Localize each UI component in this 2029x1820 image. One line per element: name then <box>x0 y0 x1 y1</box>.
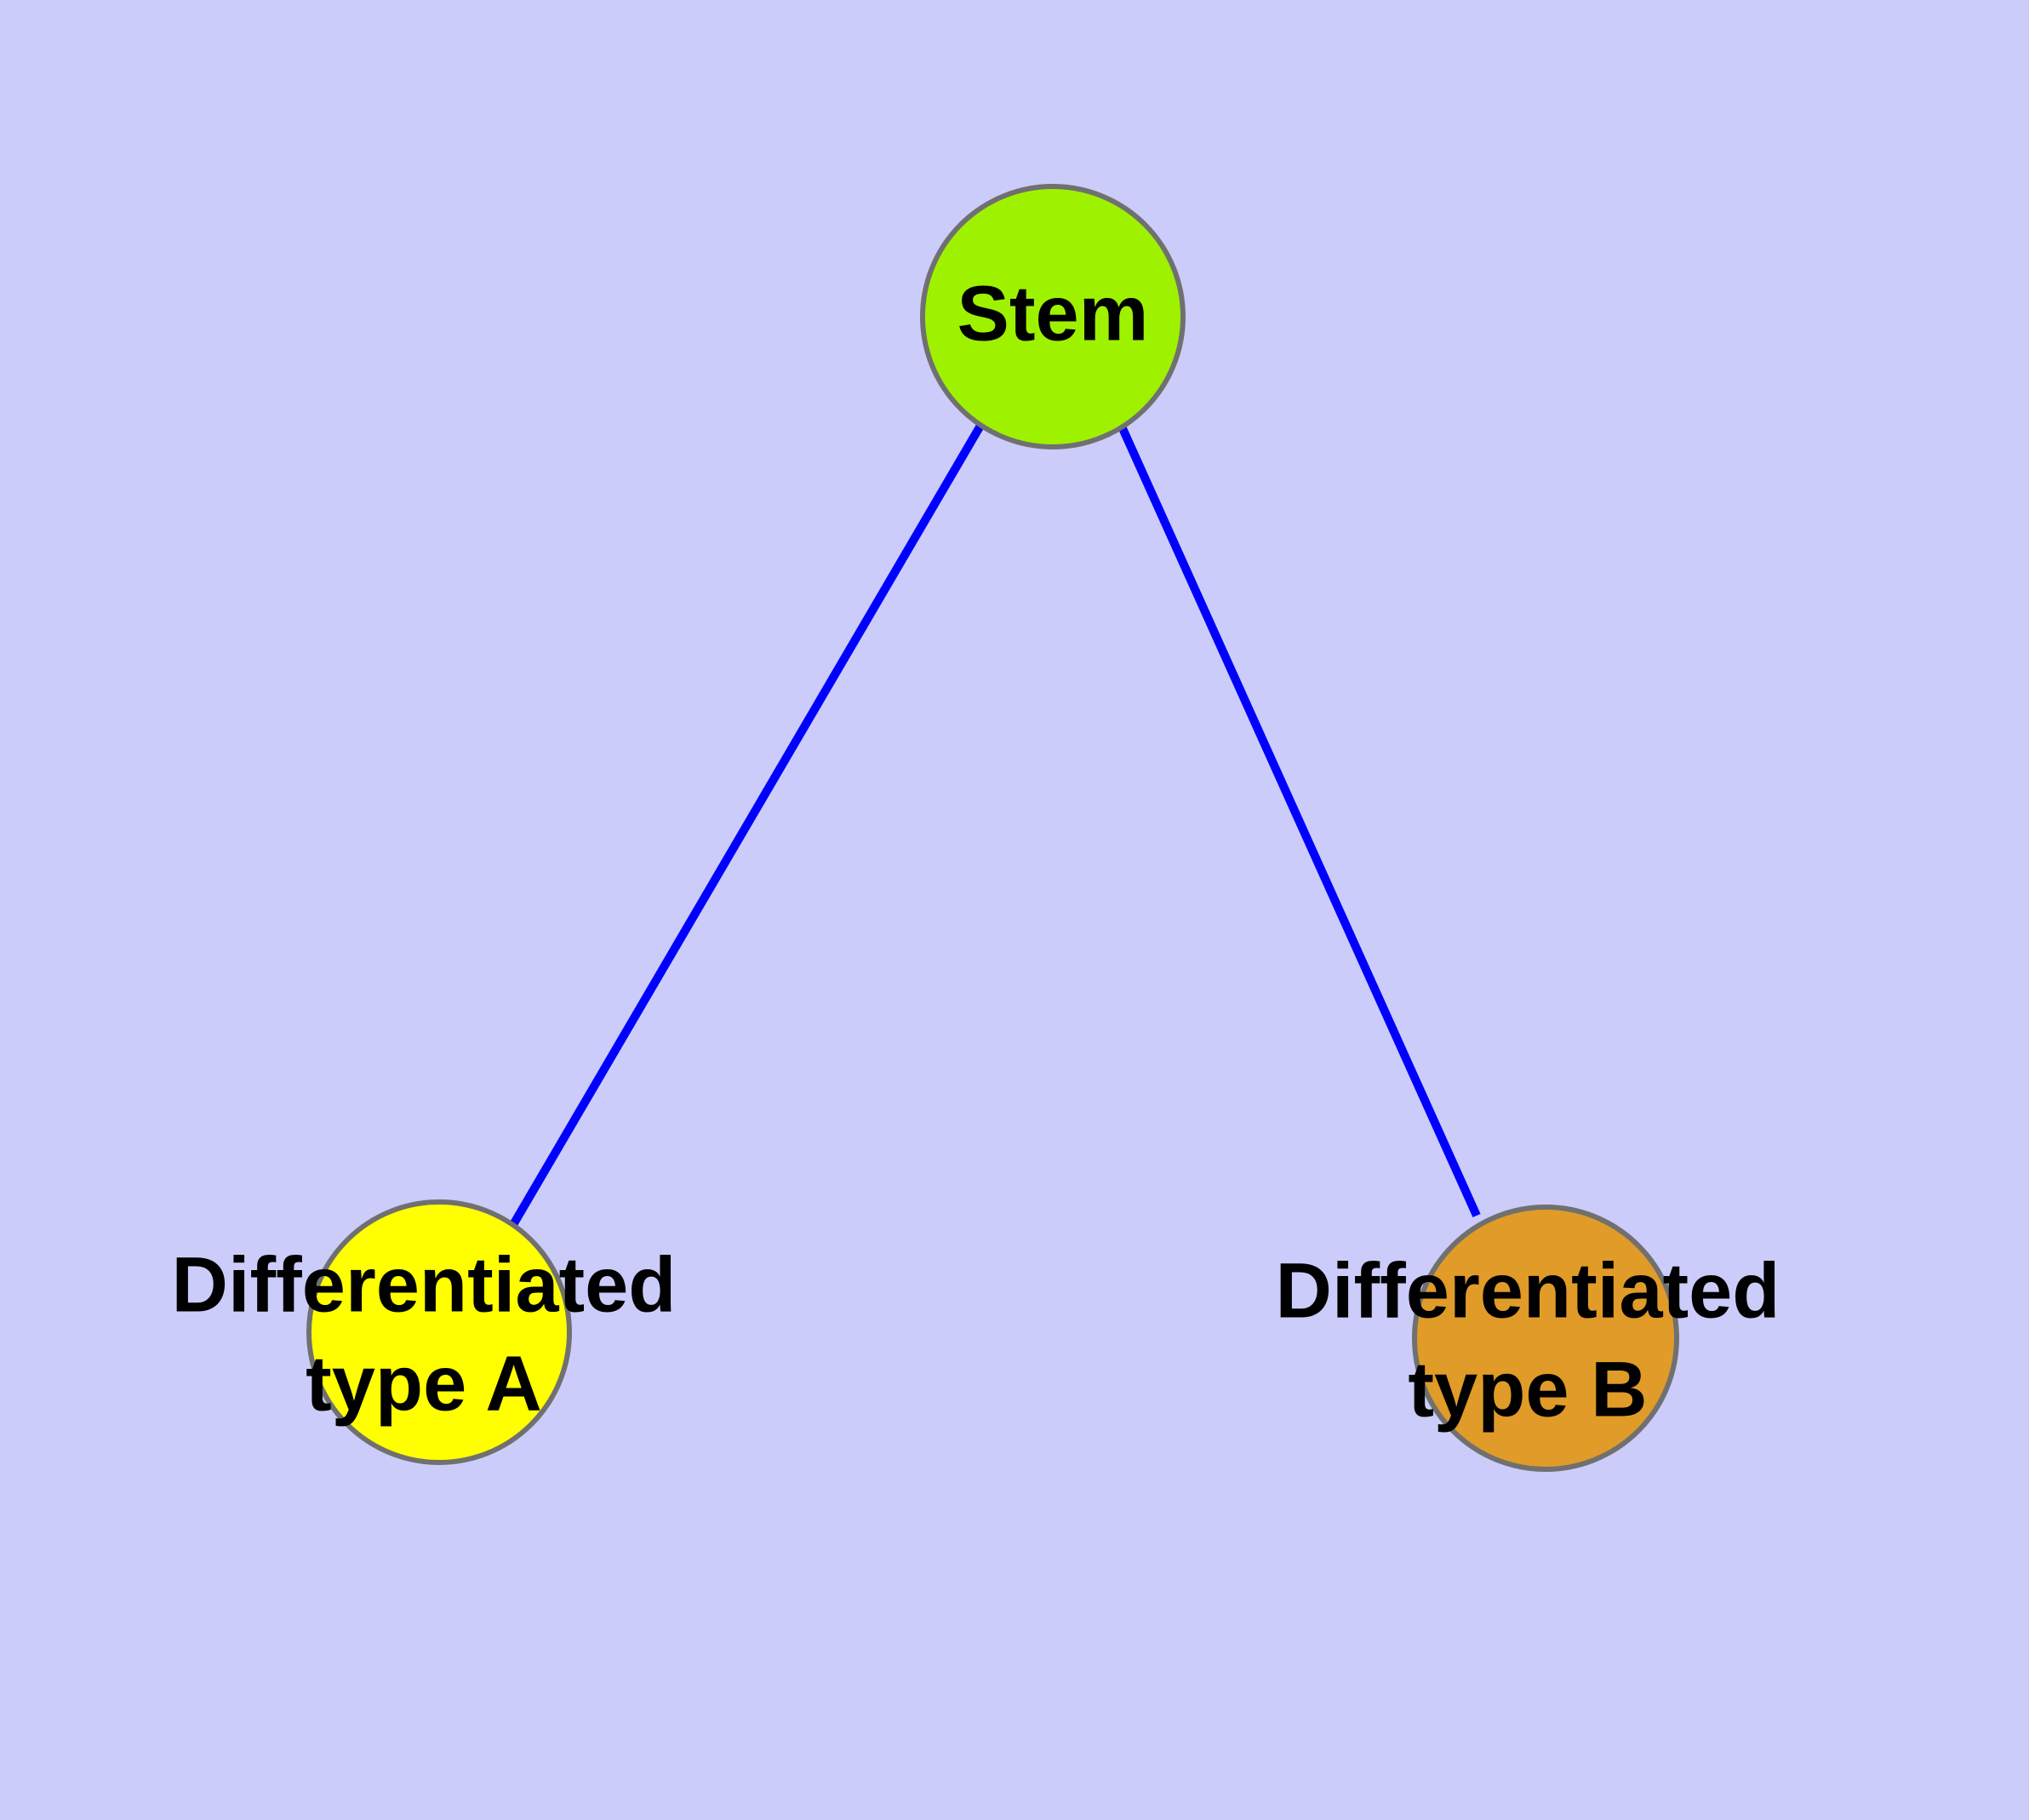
node-differentiated-type-b[interactable]: Differentiated type B <box>1276 1205 1780 1472</box>
edge-stem-to-type-a[interactable] <box>510 423 985 1226</box>
node-type-a-label-line2: type A <box>306 1340 542 1427</box>
node-differentiated-type-a[interactable]: Differentiated type A <box>172 1199 677 1465</box>
node-type-a-label-line1: Differentiated <box>172 1241 677 1328</box>
node-type-b-label-line1: Differentiated <box>1276 1247 1780 1334</box>
node-layer: Stem Differentiated type A Differentiate… <box>172 184 1780 1472</box>
node-type-b-label-line2: type B <box>1408 1346 1647 1433</box>
node-stem-circle[interactable] <box>920 184 1186 449</box>
edge-stem-to-type-b[interactable] <box>1117 424 1481 1218</box>
node-stem-label: Stem <box>957 270 1149 357</box>
edge-layer <box>510 423 1481 1226</box>
node-type-a-circle[interactable] <box>306 1199 572 1465</box>
node-stem[interactable]: Stem <box>920 184 1186 449</box>
node-type-b-circle[interactable] <box>1412 1205 1679 1472</box>
